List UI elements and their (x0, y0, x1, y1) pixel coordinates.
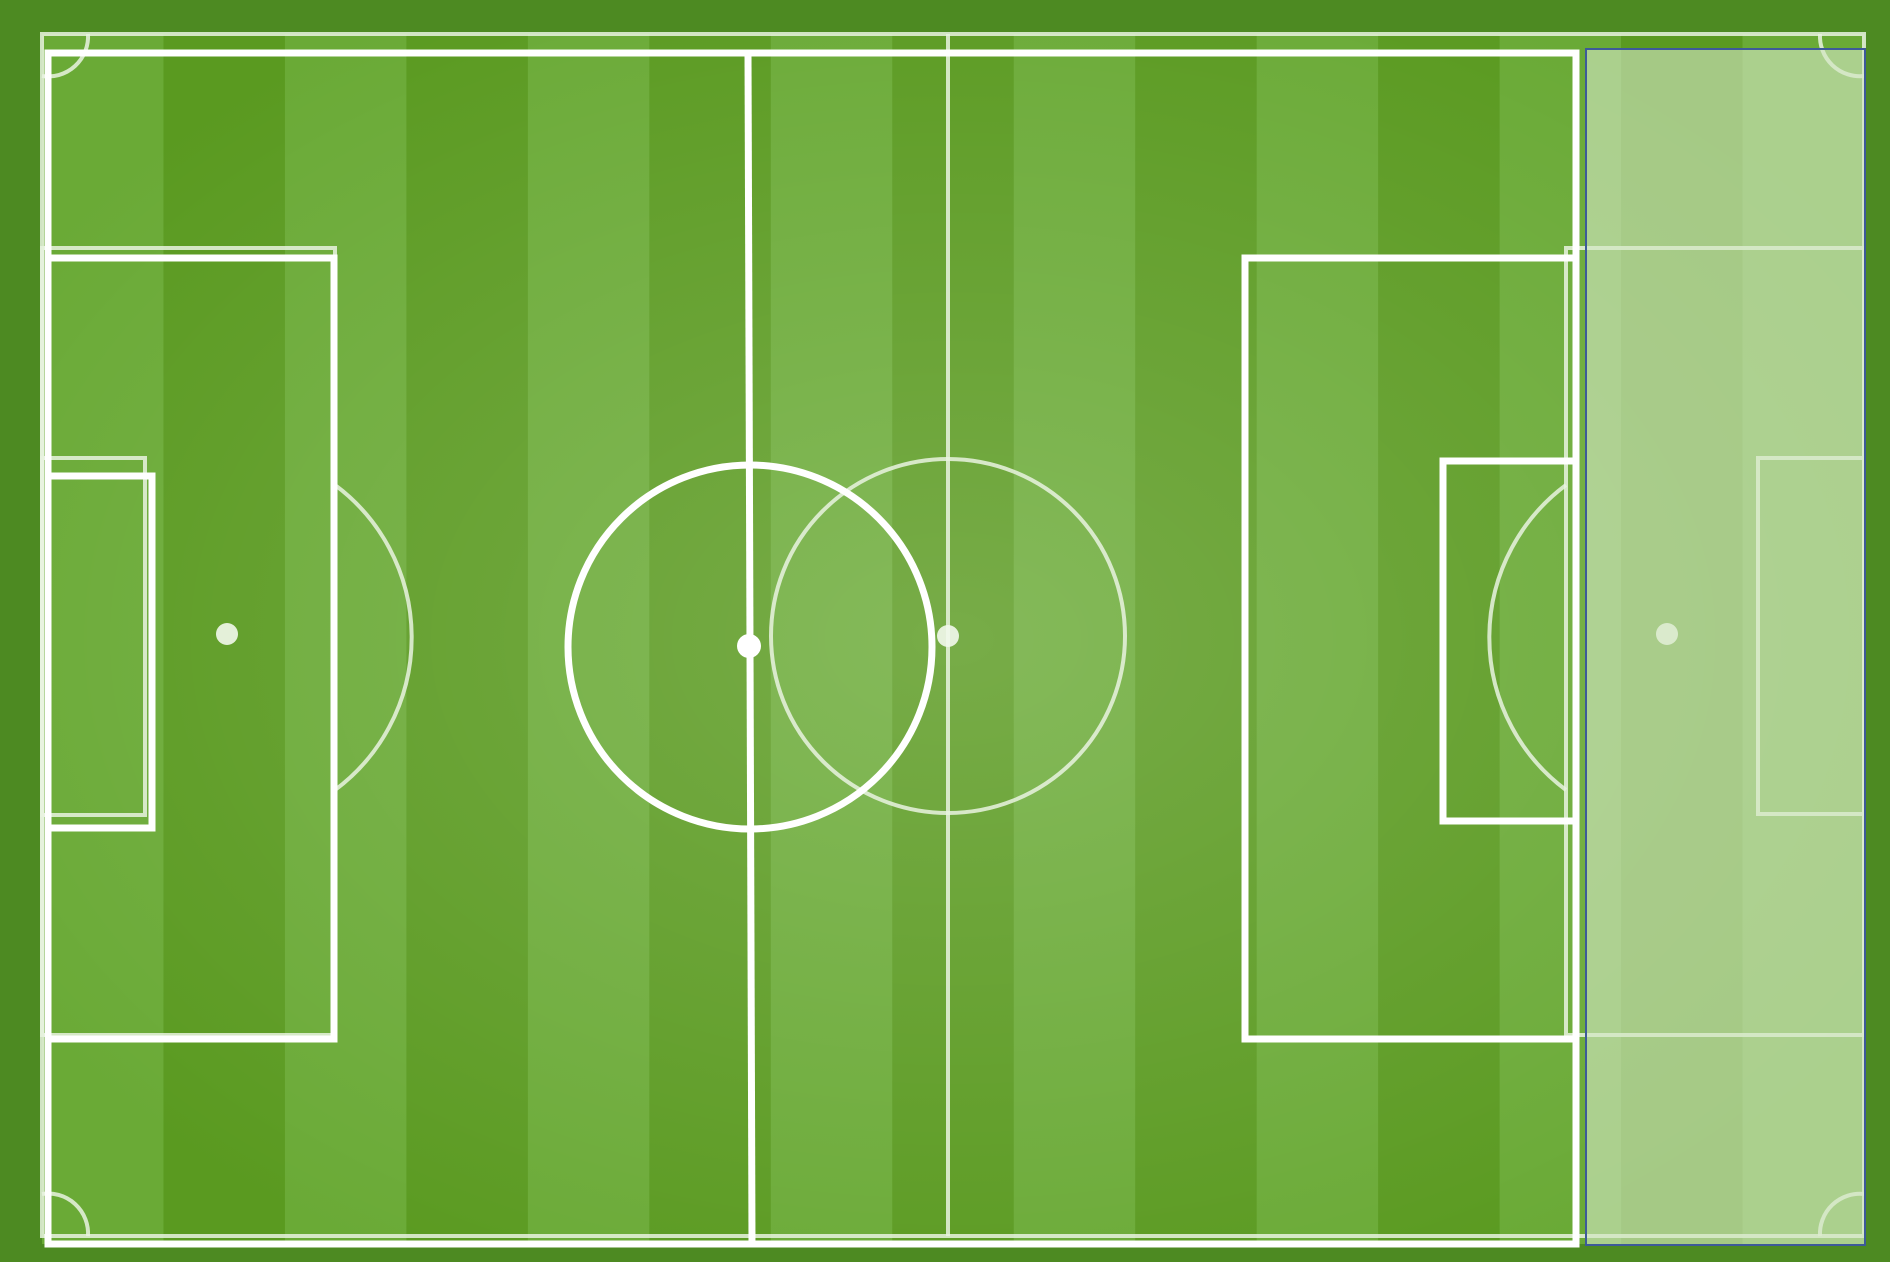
center-spot (737, 634, 761, 658)
bg-left-penalty-spot (216, 623, 238, 645)
bg-center-spot (937, 625, 959, 647)
highlighted-region-overlay (1586, 49, 1865, 1245)
